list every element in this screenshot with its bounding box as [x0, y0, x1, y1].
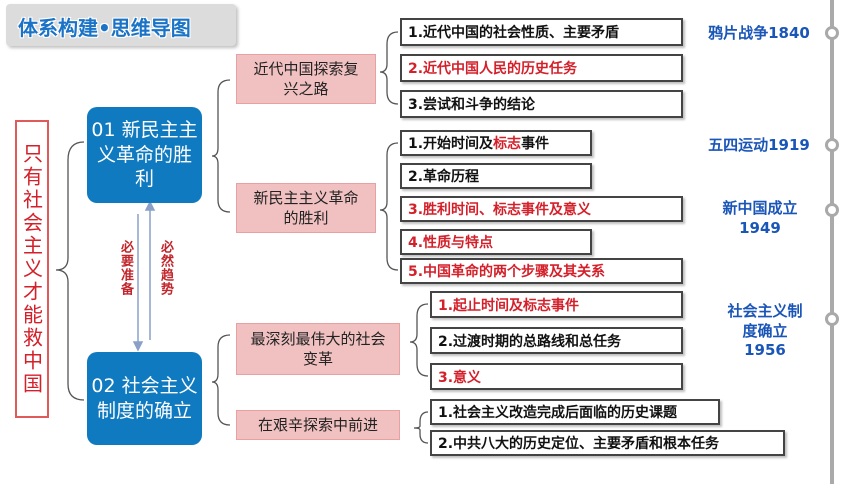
node-modern-china-exploration: 近代中国探索复兴之路	[236, 54, 376, 104]
leaf-two-steps: 5.中国革命的两个步骤及其关系	[400, 258, 683, 284]
timeline-dot	[825, 312, 839, 326]
timeline-dot	[825, 26, 839, 40]
node-socialist-system: 02 社会主义制度的确立	[87, 352, 202, 445]
timeline-label-may-fourth: 五四运动1919	[708, 136, 810, 154]
leaf-general-line: 2.过渡时期的总路线和总任务	[430, 327, 683, 354]
node-arduous-exploration: 在艰辛探索中前进	[236, 410, 400, 440]
leaf-start-end-time: 1.起止时间及标志事件	[430, 291, 683, 318]
root-label: 只有社会主义才能救中国	[19, 142, 44, 396]
leaf-conclusion: 3.尝试和斗争的结论	[400, 90, 683, 118]
leaf-start-time: 1.开始时间及标志事件	[400, 130, 592, 156]
root-node: 只有社会主义才能救中国	[15, 120, 49, 418]
leaf-historical-task: 2.近代中国人民的历史任务	[400, 54, 683, 82]
timeline-label-new-china: 新中国成立 1949	[722, 199, 798, 237]
leaf-revolution-course: 2.革命历程	[400, 163, 592, 189]
leaf-significance: 3.意义	[430, 363, 683, 390]
node-great-social-change: 最深刻最伟大的社会变革	[236, 323, 400, 375]
leaf-eighth-congress: 2.中共八大的历史定位、主要矛盾和根本任务	[430, 430, 785, 456]
timeline-dot	[825, 203, 839, 217]
timeline-label-socialist-system: 社会主义制 度确立 1956	[727, 302, 803, 359]
timeline-dot	[825, 138, 839, 152]
node-new-democratic-victory: 新民主主义革命的胜利	[236, 183, 376, 233]
link-label-inevitable-trend: 必然趋势	[158, 240, 173, 296]
title-bar	[6, 4, 236, 46]
leaf-victory-time: 3.胜利时间、标志事件及意义	[400, 196, 683, 222]
link-label-necessary-preparation: 必要准备	[118, 240, 133, 296]
leaf-social-nature: 1.近代中国的社会性质、主要矛盾	[400, 18, 683, 46]
page-title: 体系构建•思维导图	[18, 16, 191, 40]
node-new-democratic-revolution: 01 新民主主义革命的胜利	[87, 107, 202, 203]
timeline-label-opium-war: 鸦片战争1840	[708, 24, 810, 42]
leaf-historical-topic: 1.社会主义改造完成后面临的历史课题	[430, 399, 720, 425]
leaf-nature-features: 4.性质与特点	[400, 229, 592, 255]
